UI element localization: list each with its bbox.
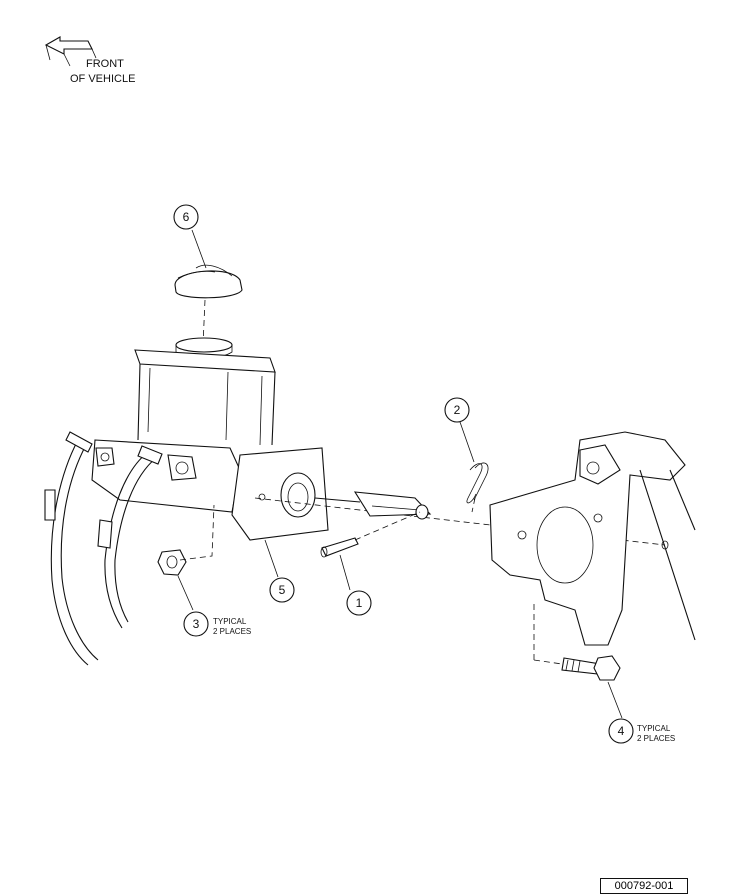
master-cylinder [91,337,329,541]
callout-2: 2 [444,397,470,423]
callout-3-note-line1: TYPICAL [213,617,247,626]
callout-4-number: 4 [618,724,625,738]
callout-1-number: 1 [356,596,363,610]
callout-1: 1 [346,590,372,616]
callout-3: 3 TYPICAL 2 PLACES [183,611,251,637]
bolt [561,655,621,681]
callout-2-number: 2 [454,403,461,417]
cotter-pin-line [471,497,476,513]
leader-5 [264,539,279,578]
cap-alignment-line [202,299,206,346]
callout-4-note-line2: 2 PLACES [637,734,675,743]
cotter-pin [466,462,489,504]
callout-3-note-line2: 2 PLACES [213,627,251,636]
leader-4 [607,681,623,719]
leader-3 [177,575,194,611]
callout-4: 4 TYPICAL 2 PLACES [608,718,675,744]
nut [157,549,187,576]
brake-lines [44,431,163,666]
callout-5: 5 [269,577,295,603]
front-label-line1: FRONT [86,58,124,70]
callout-6-number: 6 [183,210,190,224]
callout-5-number: 5 [279,583,286,597]
callout-3-number: 3 [193,617,200,631]
leader-1 [339,554,351,591]
bolt-alignment-line [533,600,563,665]
reservoir-cap [174,264,243,299]
callout-6: 6 [173,204,199,230]
leader-6 [191,229,207,269]
figure-id-box: 000792-001 [600,878,688,894]
pedal-bracket [489,431,696,646]
callout-4-note-line1: TYPICAL [637,724,671,733]
leader-2 [459,421,475,463]
front-of-vehicle-arrow-icon [44,36,97,67]
nut-alignment-line [179,504,215,561]
front-label-line2: OF VEHICLE [70,73,135,85]
